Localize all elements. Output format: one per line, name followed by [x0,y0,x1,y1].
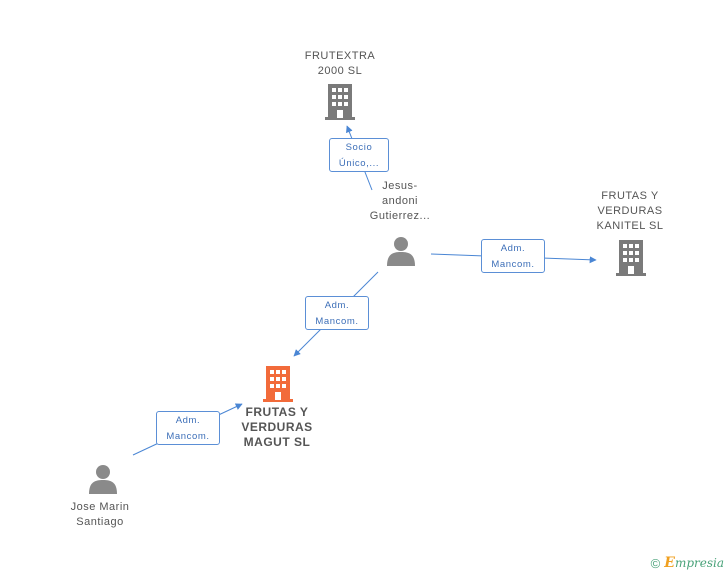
copyright-icon: © [650,555,661,571]
building-icon[interactable] [615,240,647,276]
node-label-jose[interactable]: Jose Marin Santiago [70,501,130,528]
node-label-kanitel[interactable]: FRUTAS Y VERDURAS KANITEL SL [596,190,664,232]
building-icon[interactable] [324,84,356,120]
node-label-frutextra[interactable]: FRUTEXTRA 2000 SL [304,50,376,77]
person-icon[interactable] [88,464,118,494]
edge-label-adm-mancom-jesus-magut[interactable]: Adm. Mancom. [305,296,369,330]
footer-brand[interactable]: © Empresia [651,555,724,571]
node-label-magut[interactable]: FRUTAS Y VERDURAS MAGUT SL [241,405,313,449]
edge-label-adm-mancom-kanitel[interactable]: Adm. Mancom. [481,239,545,273]
node-label-jesus[interactable]: Jesus- andoni Gutierrez... [369,180,431,222]
edge-label-socio-unico[interactable]: Socio Único,... [329,138,389,172]
person-icon[interactable] [386,236,416,266]
edge-label-adm-mancom-jose-magut[interactable]: Adm. Mancom. [156,411,220,445]
building-icon-main[interactable] [262,366,294,402]
brand-logo[interactable]: Empresia [664,555,724,571]
